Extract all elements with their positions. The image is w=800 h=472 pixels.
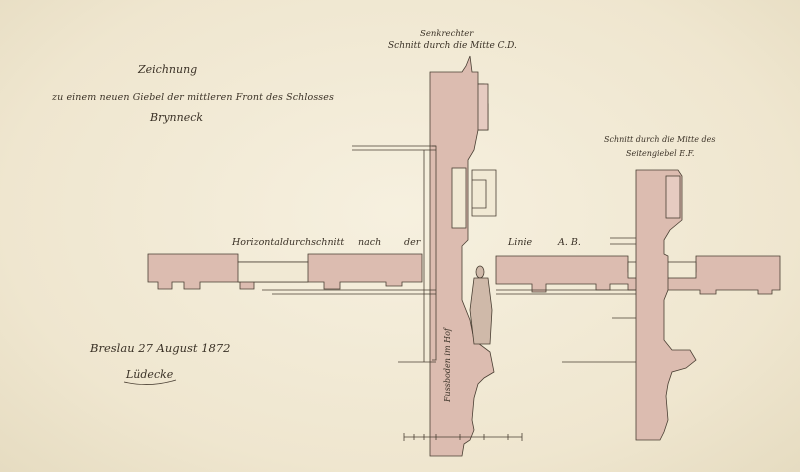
- statue-figure: [469, 265, 493, 345]
- drawing-date: Breslau 27 August 1872: [90, 341, 231, 355]
- left-frame-lines: [262, 145, 636, 363]
- horizontal-section-label: Horizontaldurchschnitt: [232, 237, 345, 248]
- side-section-label-line2: Seitengiebel E.F.: [626, 149, 695, 158]
- main-section-label-line2: Schnitt durch die Mitte C.D.: [388, 41, 517, 51]
- signature: Lüdecke: [126, 368, 174, 381]
- drawing-place: Brynneck: [150, 111, 204, 124]
- main-section-label-line1: Senkrechter: [420, 29, 474, 39]
- signature-flourish: [123, 379, 177, 385]
- drawing-subtitle: zu einem neuen Giebel der mittleren Fron…: [52, 92, 334, 103]
- left-horizontal-wall: [147, 253, 423, 290]
- side-vertical-section: [635, 169, 697, 441]
- horizontal-section-letters: A. B.: [558, 237, 581, 248]
- main-vertical-section: [429, 55, 497, 457]
- horizontal-section-word-nach: nach: [358, 237, 382, 248]
- drawing-title: Zeichnung: [138, 63, 198, 76]
- vertical-note: Fussboden im Hof: [443, 328, 452, 402]
- side-section-label-line1: Schnitt durch die Mitte des: [604, 135, 716, 144]
- horizontal-section-word-linie: Linie: [508, 237, 533, 248]
- horizontal-section-word-der: der: [404, 237, 421, 248]
- scale-bar: [403, 433, 523, 441]
